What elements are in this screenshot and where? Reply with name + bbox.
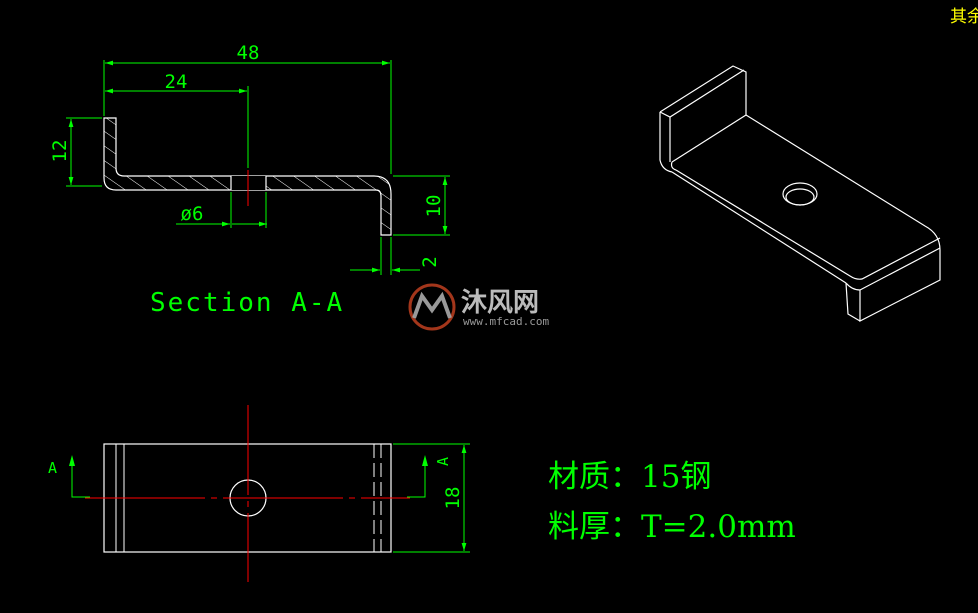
watermark-brand: 沐风网 (461, 288, 539, 318)
material-note: 材质：15钢 (548, 459, 711, 495)
watermark-logo-icon (408, 283, 456, 331)
dim-24-label: 24 (165, 71, 188, 93)
watermark: 沐风网 www.mfcad.com (408, 283, 549, 331)
thickness-note: 料厚：T=2.0mm (548, 509, 796, 545)
dim-2-label: 2 (419, 256, 441, 267)
dim-12-label: 12 (49, 140, 71, 163)
section-marker-right: A (434, 457, 452, 466)
section-title: Section A-A (150, 288, 344, 318)
dim-48-label: 48 (237, 42, 260, 64)
isometric-view (659, 65, 941, 322)
notes: 材质：15钢 料厚：T=2.0mm (548, 459, 796, 545)
corner-note: 其余 (950, 7, 978, 27)
dim-hole-label: ø6 (181, 203, 204, 225)
watermark-url: www.mfcad.com (463, 315, 549, 328)
section-marker-left: A (48, 459, 57, 477)
dim-18-label: 18 (442, 487, 464, 510)
top-view: A A 18 (48, 405, 470, 582)
dim-10-label: 10 (423, 195, 445, 218)
section-view: 48 24 12 ø6 10 2 Section A-A (49, 42, 450, 318)
